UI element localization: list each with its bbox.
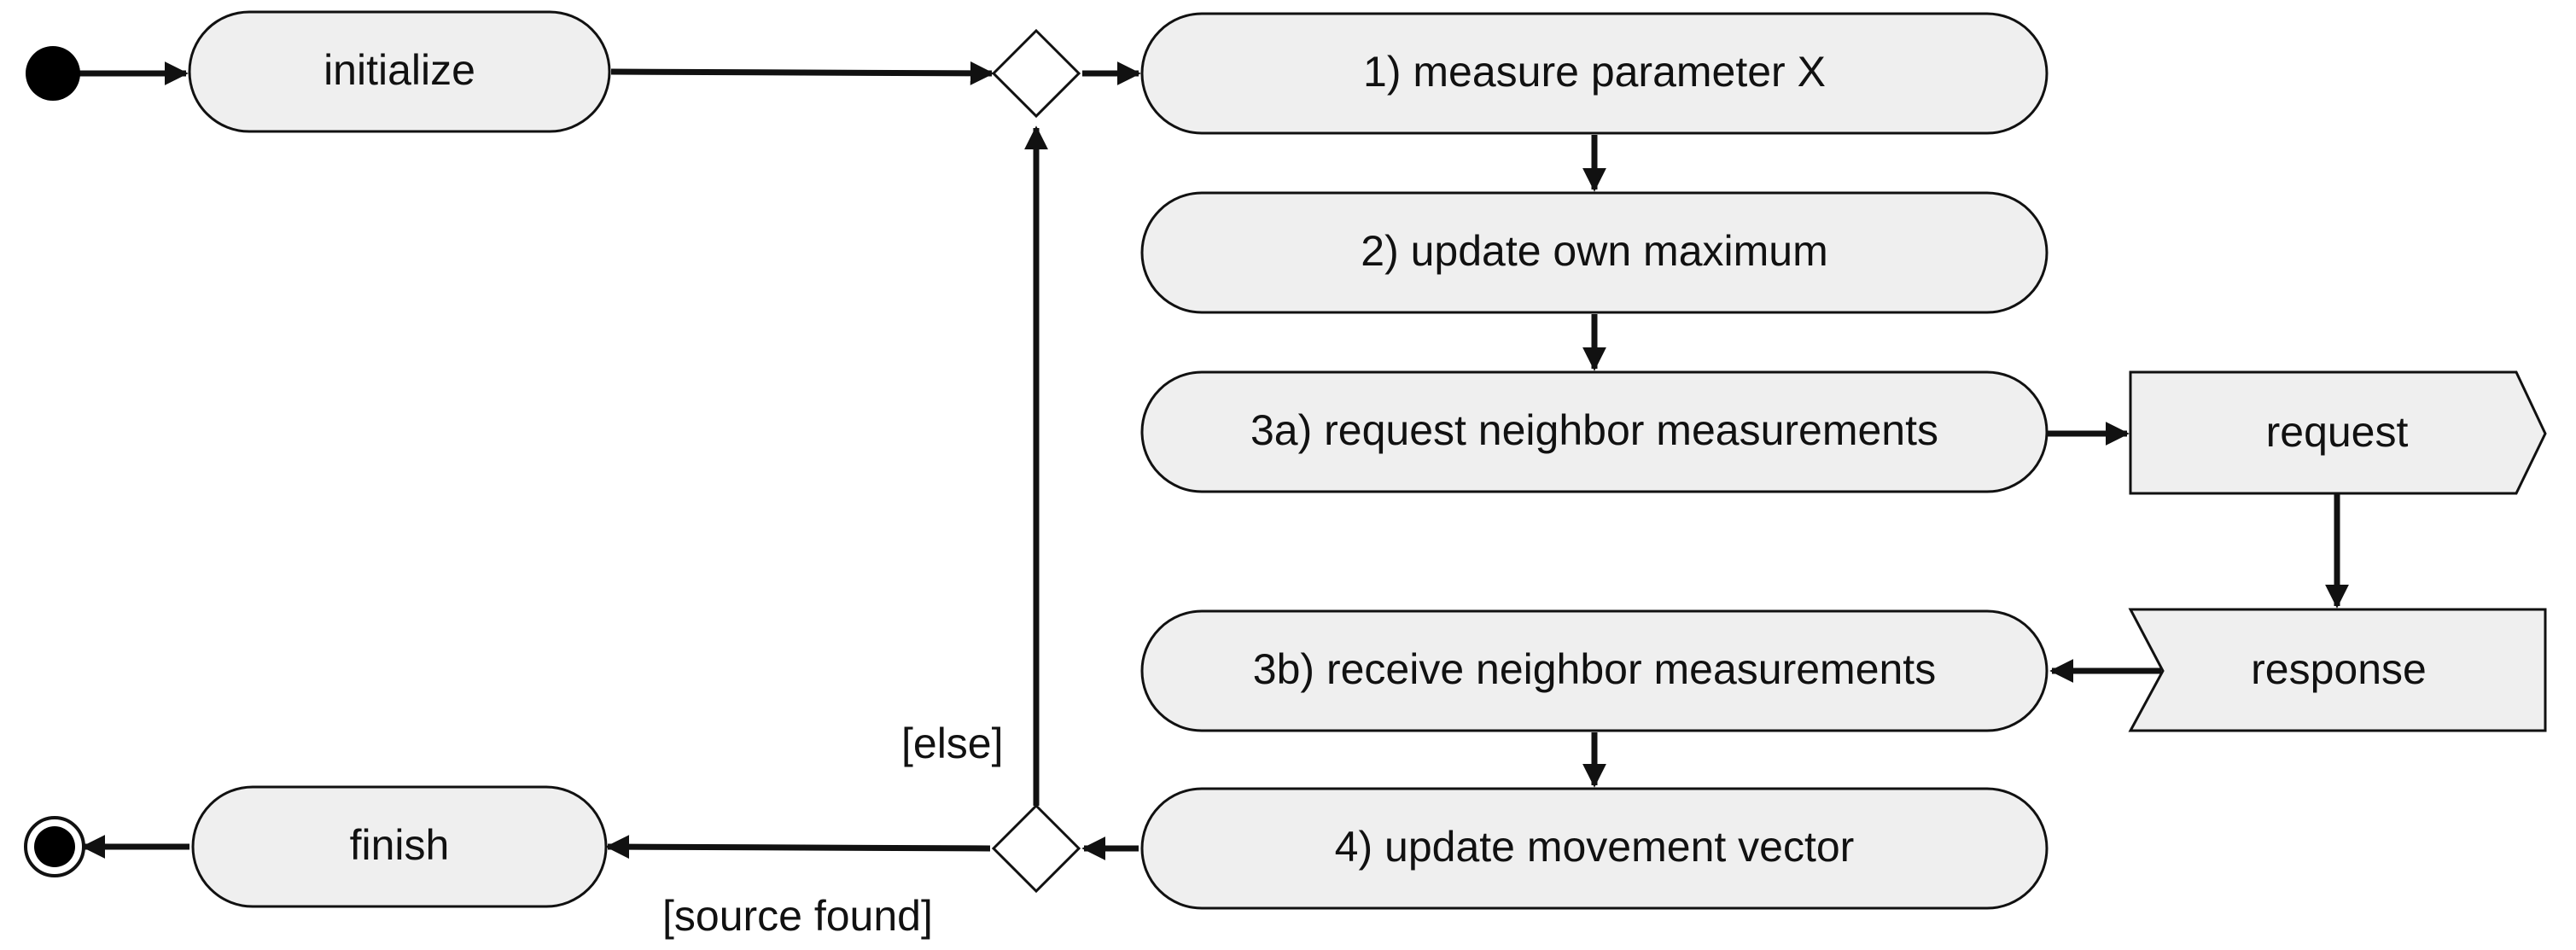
receive-signal-response-label: response [2251, 645, 2427, 693]
edge-initialize-to-merge [610, 61, 994, 85]
action-initialize-label: initialize [323, 46, 475, 94]
action-measure: 1) measure parameter X [1140, 12, 2049, 135]
action-request-neighbor: 3a) request neighbor measurements [1140, 370, 2049, 493]
guard-source-found: [source found] [662, 892, 933, 940]
decision-node [991, 803, 1081, 894]
edge-decision-to-finish [605, 835, 991, 860]
final-node [24, 816, 85, 877]
action-update-max-label: 2) update own maximum [1361, 227, 1827, 275]
receive-signal-response: response [2128, 608, 2547, 732]
merge-node [991, 28, 1081, 119]
guard-else: [else] [901, 720, 1004, 767]
action-update-vector: 4) update movement vector [1140, 787, 2049, 910]
action-update-vector-label: 4) update movement vector [1335, 823, 1855, 871]
initial-node [26, 46, 80, 101]
action-initialize: initialize [188, 10, 611, 133]
action-finish-label: finish [350, 821, 450, 869]
flow-edges [79, 61, 2349, 860]
send-signal-request: request [2129, 370, 2547, 495]
action-request-neighbor-label: 3a) request neighbor measurements [1250, 406, 1938, 454]
action-measure-label: 1) measure parameter X [1363, 48, 1826, 96]
send-signal-request-label: request [2266, 408, 2409, 456]
action-receive-neighbor-label: 3b) receive neighbor measurements [1253, 645, 1936, 693]
action-finish: finish [191, 785, 608, 908]
action-update-max: 2) update own maximum [1140, 191, 2049, 314]
action-receive-neighbor: 3b) receive neighbor measurements [1140, 609, 2049, 732]
